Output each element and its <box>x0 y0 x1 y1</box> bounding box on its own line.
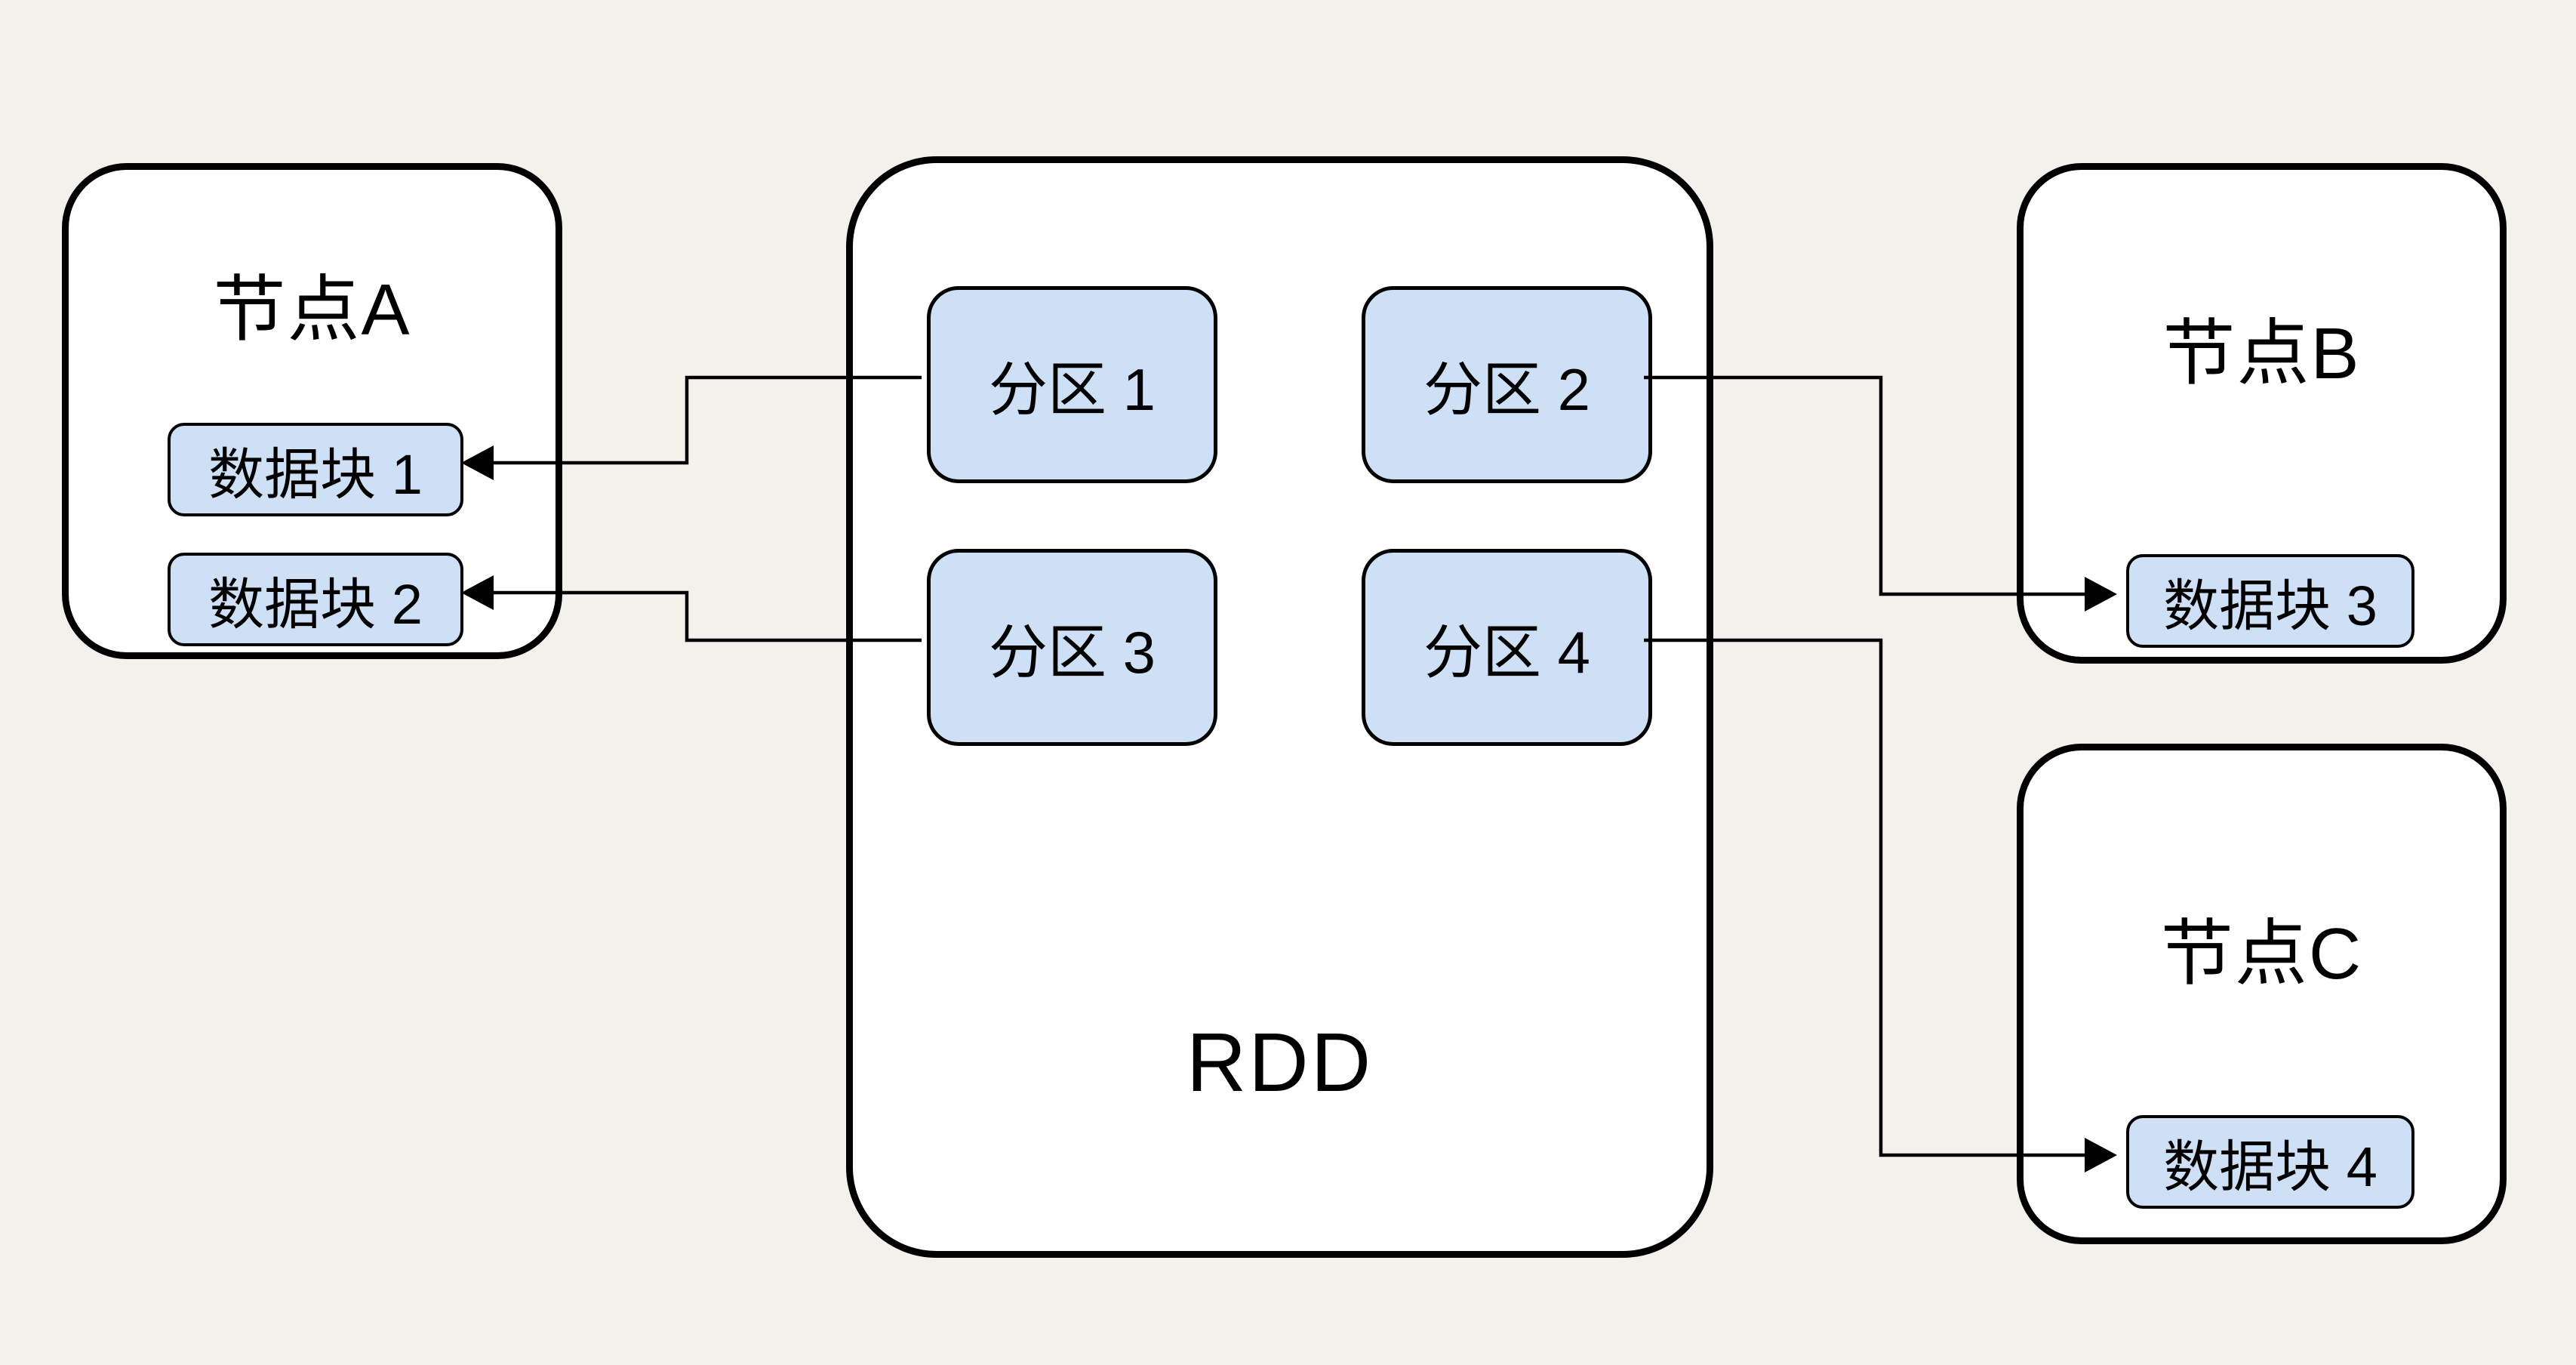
rdd-box: 分区 1 分区 2 分区 3 分区 4 RDD <box>846 156 1713 1258</box>
partition-2: 分区 2 <box>1362 286 1652 483</box>
data-block-3: 数据块 3 <box>2126 554 2414 648</box>
data-block-4: 数据块 4 <box>2126 1115 2414 1209</box>
node-a-box: 节点A 数据块 1 数据块 2 <box>62 163 562 659</box>
data-block-2: 数据块 2 <box>168 553 463 646</box>
data-block-1: 数据块 1 <box>168 423 463 516</box>
node-c-box: 节点C 数据块 4 <box>2017 744 2507 1244</box>
node-c-title: 节点C <box>2160 914 2363 994</box>
node-b-box: 节点B 数据块 3 <box>2017 163 2507 664</box>
partition-1: 分区 1 <box>927 286 1217 483</box>
rdd-title: RDD <box>1186 1016 1374 1109</box>
partition-3: 分区 3 <box>927 549 1217 746</box>
partition-4: 分区 4 <box>1362 549 1652 746</box>
node-a-title: 节点A <box>213 270 411 350</box>
node-b-title: 节点B <box>2162 313 2361 394</box>
